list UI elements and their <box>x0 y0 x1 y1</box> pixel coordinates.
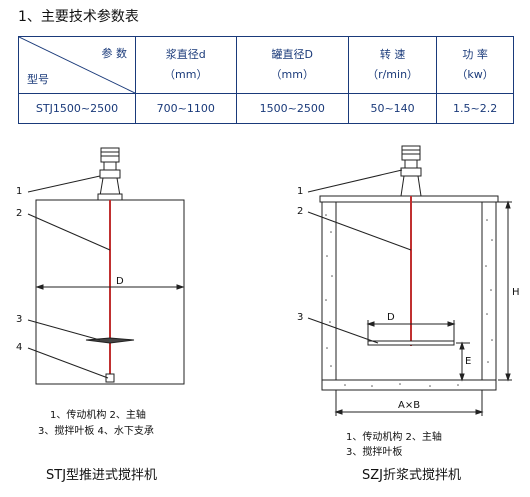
left-callout-4: 4 <box>16 342 22 353</box>
right-callout-2: 2 <box>297 206 303 217</box>
right-figure-title: SZJ折浆式搅拌机 <box>362 468 461 483</box>
corner-cell: 参 数 型号 <box>18 36 136 94</box>
left-callout-1: 1 <box>16 186 22 197</box>
figure-labels: 1 2 3 4 D 1 2 3 D H E A×B <box>16 186 520 411</box>
right-leader-3 <box>307 317 379 344</box>
right-legend-line-2: 3、搅拌叶板 <box>346 447 403 458</box>
right-bottom <box>321 379 497 391</box>
right-legend-line-1: 1、传动机构 2、主轴 <box>346 432 442 443</box>
corner-param-label: 参 数 <box>101 47 128 60</box>
right-left-wall <box>321 201 337 391</box>
header-tank-diameter: 罐直径D （mm） <box>235 36 349 94</box>
header-power: 功 率 （kw） <box>436 36 514 94</box>
right-right-wall <box>481 201 497 391</box>
right-leader-1 <box>307 169 403 193</box>
cell-paddle-diameter: 700~1100 <box>135 93 237 124</box>
left-gearbox <box>99 169 121 179</box>
table-row: STJ1500~2500 700~1100 1500~2500 50~140 1… <box>18 93 514 124</box>
right-callout-3: 3 <box>297 312 303 323</box>
left-dim-label: D <box>116 276 124 287</box>
right-callout-1: 1 <box>297 186 303 197</box>
right-paddle <box>367 340 455 346</box>
left-motor-top <box>100 147 120 163</box>
spec-table: 参 数 型号 浆直径d （mm） 罐直径D （mm） 转 速 （r/min） 功… <box>18 36 514 124</box>
cell-model: STJ1500~2500 <box>18 93 136 124</box>
header-speed: 转 速 （r/min） <box>347 36 438 94</box>
left-legend-line-2: 3、搅拌叶板 4、水下支承 <box>38 426 154 437</box>
left-drawing <box>27 147 185 385</box>
right-leader-2 <box>307 211 412 251</box>
left-callout-3: 3 <box>16 314 22 325</box>
right-top-cover <box>319 195 499 203</box>
left-leader-1 <box>27 175 101 193</box>
right-dim-ab-label: A×B <box>398 400 420 411</box>
section-heading: 1、主要技术参数表 <box>18 9 139 25</box>
left-legend-line-1: 1、传动机构 2、主轴 <box>50 410 146 421</box>
left-propeller <box>85 337 135 344</box>
concrete-texture <box>325 214 493 387</box>
left-mount <box>97 193 123 201</box>
right-dim-e-label: E <box>465 356 471 367</box>
cell-power: 1.5~2.2 <box>436 93 514 124</box>
right-dim-d-label: D <box>387 312 395 323</box>
cell-speed: 50~140 <box>347 93 438 124</box>
left-bottom-support <box>105 373 115 383</box>
left-figure-title: STJ型推进式搅拌机 <box>46 468 158 483</box>
left-leader-4 <box>27 347 109 379</box>
left-leader-3 <box>27 319 101 341</box>
right-gearbox <box>400 167 422 177</box>
right-dim-h-label: H <box>512 287 520 298</box>
diagonal-line <box>19 37 135 93</box>
cell-tank-diameter: 1500~2500 <box>235 93 349 124</box>
right-motor-top <box>401 145 421 161</box>
left-leader-2 <box>27 213 111 251</box>
right-drawing <box>307 145 512 416</box>
corner-model-label: 型号 <box>27 73 49 86</box>
left-callout-2: 2 <box>16 208 22 219</box>
